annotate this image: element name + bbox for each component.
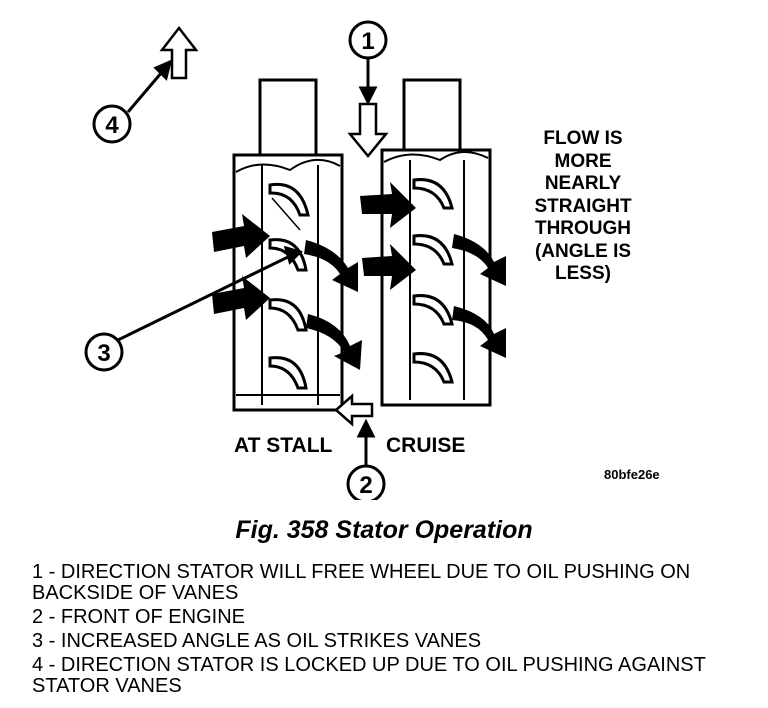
at-stall-label: AT STALL <box>234 434 333 457</box>
figure-code: 80bfe26e <box>604 467 660 482</box>
flow-note-line: NEARLY <box>544 173 622 194</box>
cruise-vanes <box>412 178 454 384</box>
locked-direction-arrow <box>159 25 199 80</box>
callout-3: 3 <box>97 340 110 367</box>
flow-note-line: THROUGH <box>534 218 632 239</box>
stall-vanes <box>268 182 310 390</box>
freewheel-direction-arrow <box>347 102 389 158</box>
legend-item: 2 - FRONT OF ENGINE <box>32 606 245 628</box>
flow-note-line: STRAIGHT <box>534 195 632 217</box>
callout-2: 2 <box>359 472 372 499</box>
flow-note-line: FLOW IS <box>543 128 623 149</box>
flow-arrows <box>212 182 506 370</box>
callout-1: 1 <box>361 28 374 55</box>
flow-note-line: (ANGLE IS <box>534 240 632 262</box>
legend-item: 1 - DIRECTION STATOR WILL FREE WHEEL DUE… <box>32 561 691 604</box>
flow-note: FLOW IS MORE NEARLY STRAIGHT THROUGH (AN… <box>498 128 668 286</box>
callout-circles <box>84 20 388 500</box>
legend-item: 3 - INCREASED ANGLE AS OIL STRIKES VANES <box>32 630 482 652</box>
callout-leaders <box>117 58 378 466</box>
figure-caption: Fig. 358 Stator Operation <box>235 516 533 544</box>
cruise-label: CRUISE <box>386 434 466 457</box>
engine-front-arrow <box>334 393 374 427</box>
callout-4: 4 <box>105 112 119 139</box>
flow-note-line: MORE <box>554 150 612 172</box>
legend-item: 4 - DIRECTION STATOR IS LOCKED UP DUE TO… <box>32 654 706 697</box>
stator-diagram: 1 2 3 4 <box>84 20 506 500</box>
legend-list: 1 - DIRECTION STATOR WILL FREE WHEEL DUE… <box>32 562 752 700</box>
flow-note-line: LESS) <box>555 263 611 284</box>
